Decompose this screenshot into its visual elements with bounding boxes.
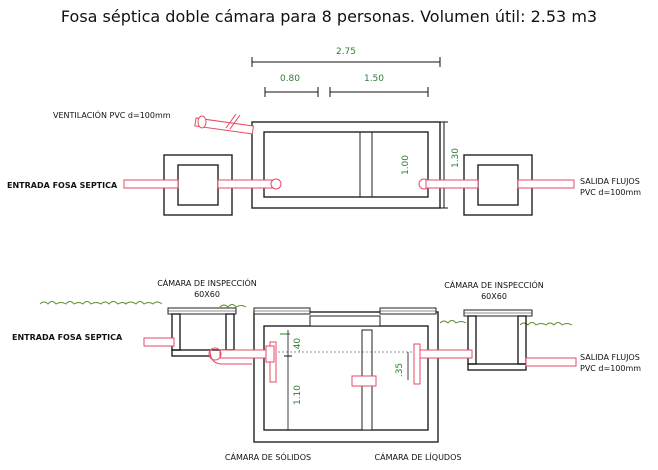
right-inspection-chamber-section: CÁMARA DE INSPECCIÓN 60X60: [444, 279, 544, 371]
dim-inner-height-text: 1.00: [401, 155, 411, 175]
outlet-pipe-section: [419, 349, 577, 367]
ground-line: [39, 301, 573, 326]
dim-depth-text: 1.10: [293, 385, 303, 405]
drawing-title: Fosa séptica doble cámara para 8 persona…: [61, 7, 597, 26]
dim-outlet-text: .35: [395, 363, 405, 377]
ventilation-pipe-plan: [194, 113, 255, 135]
plan-outlet-label-line1: SALIDA FLUJOS: [580, 177, 640, 186]
plan-outlet-label-line2: PVC d=100mm: [580, 188, 641, 197]
plan-view: 2.75 0.80 1.50 1.00 1.30: [7, 47, 641, 216]
dim-first-text: 0.80: [280, 74, 300, 84]
dim-second-text: 1.50: [364, 74, 384, 84]
inlet-pipe-section: [143, 337, 275, 365]
dim-total-text: 2.75: [336, 47, 356, 57]
dimension-total-length: 2.75: [251, 47, 441, 67]
tank-plan: 1.00 1.30: [251, 121, 461, 209]
section-outlet-label-line2: PVC d=100mm: [580, 364, 641, 373]
section-outlet-label-line1: SALIDA FLUJOS: [580, 353, 640, 362]
dimension-first-chamber: 0.80: [264, 74, 319, 97]
right-chamber-label-line2: 60X60: [481, 292, 507, 301]
section-inlet-label: ENTRADA FOSA SEPTICA: [12, 333, 123, 342]
solids-chamber-label: CÁMARA DE SÓLIDOS: [225, 451, 311, 462]
plan-inlet-label: ENTRADA FOSA SEPTICA: [7, 181, 118, 190]
left-chamber-label-line1: CÁMARA DE INSPECCIÓN: [157, 277, 257, 288]
right-chamber-label-line1: CÁMARA DE INSPECCIÓN: [444, 279, 544, 290]
dim-outer-height-text: 1.30: [451, 148, 461, 168]
dimension-second-chamber: 1.50: [329, 74, 429, 97]
dim-top-text: .40: [293, 338, 303, 353]
tank-section: .40 1.10 .35: [253, 307, 439, 443]
outlet-pipe-plan: [418, 178, 575, 190]
liquids-chamber-label: CÁMARA DE LÍQUDOS: [375, 451, 462, 462]
section-view: CÁMARA DE INSPECCIÓN 60X60 CÁMARA DE INS…: [12, 277, 641, 462]
inlet-pipe-plan: [123, 178, 282, 190]
ventilation-label: VENTILACIÓN PVC d=100mm: [53, 109, 171, 120]
left-inspection-chamber-section: CÁMARA DE INSPECCIÓN 60X60: [157, 277, 257, 357]
left-chamber-label-line2: 60X60: [194, 290, 220, 299]
